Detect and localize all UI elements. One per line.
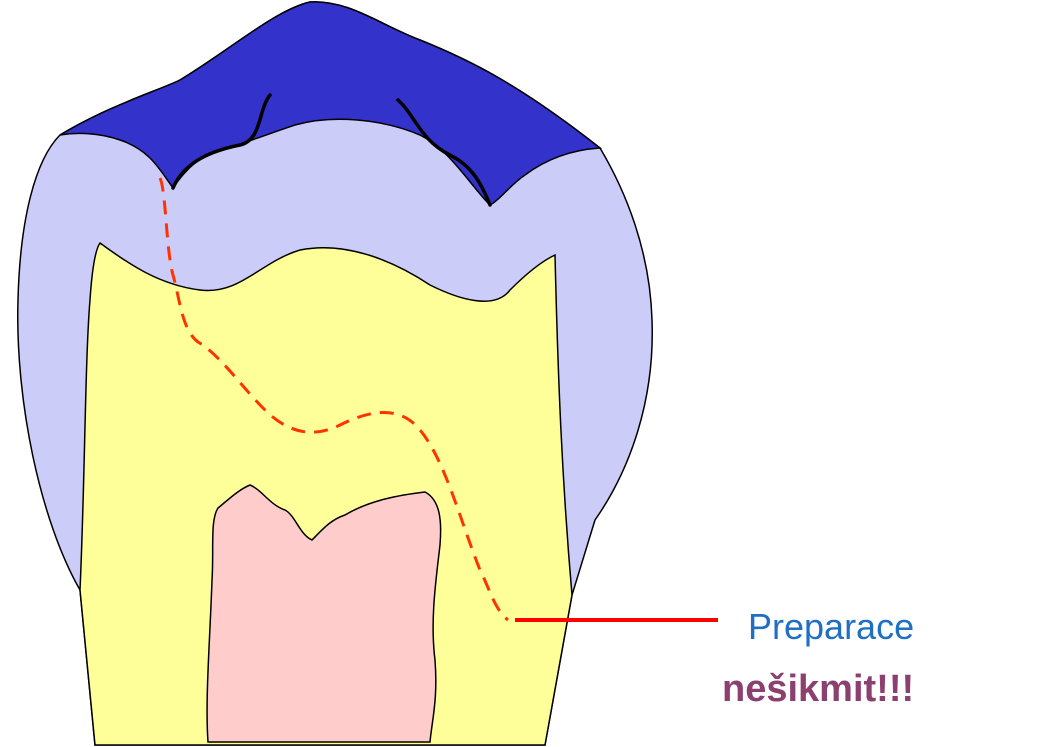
label-nesikmit: nešikmit!!! — [722, 668, 914, 711]
label-preparace: Preparace — [748, 606, 914, 648]
